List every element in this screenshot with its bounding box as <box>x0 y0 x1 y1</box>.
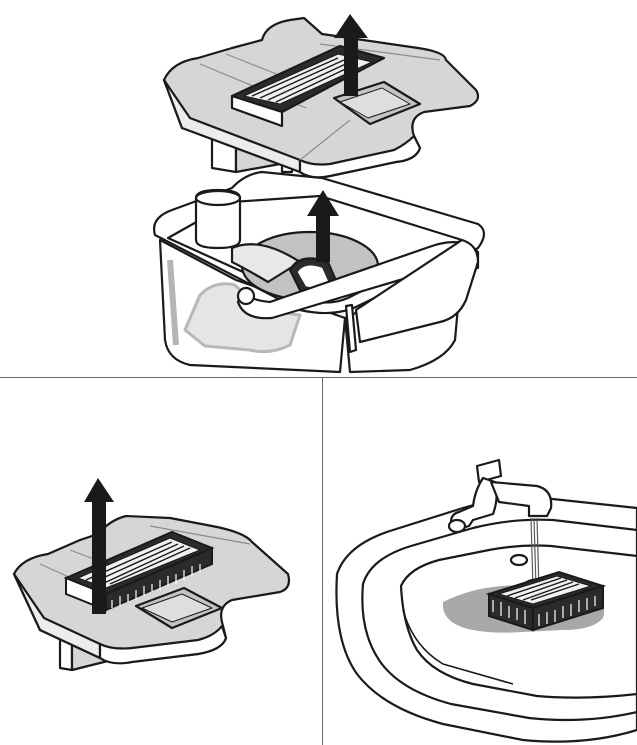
panel-remove-lid <box>0 0 637 377</box>
bottom-left-illustration <box>0 378 322 745</box>
lid-icon <box>164 18 478 177</box>
bottom-right-illustration <box>323 378 637 745</box>
panel-remove-filter <box>0 378 322 745</box>
sink-icon <box>336 498 637 742</box>
lid-icon <box>14 516 289 670</box>
panel-rinse-filter <box>323 378 637 745</box>
top-illustration <box>0 0 637 377</box>
